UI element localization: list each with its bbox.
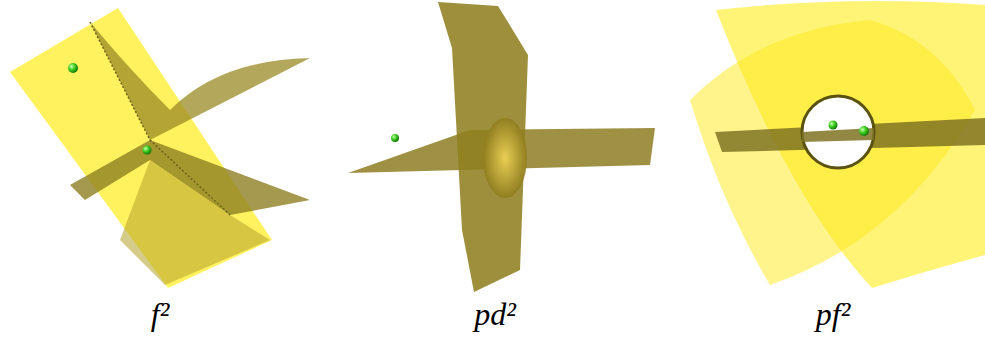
panel-caption: pd² — [474, 296, 516, 333]
pd2-figure — [348, 2, 655, 292]
panel-caption: f² — [151, 296, 169, 333]
f2-figure — [10, 8, 310, 288]
panel-caption: pf² — [816, 296, 850, 333]
pf2-figure — [690, 1, 985, 288]
